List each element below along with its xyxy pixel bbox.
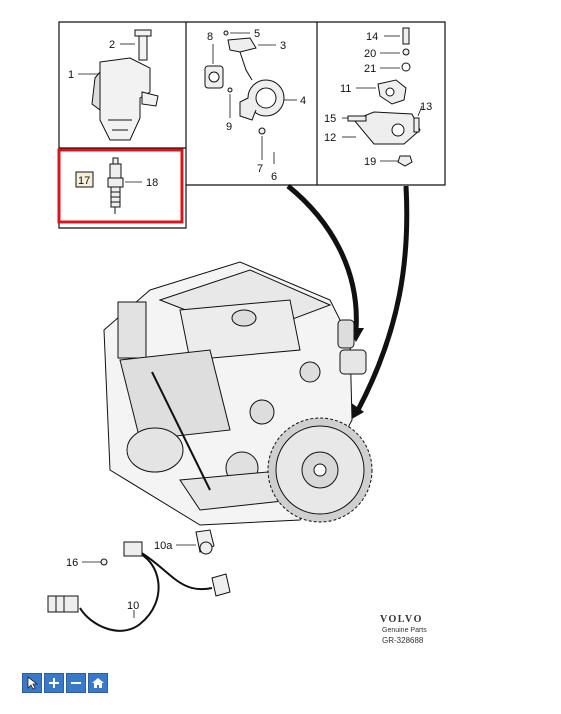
callout-5: 5: [254, 28, 260, 40]
callout-10: 10: [127, 600, 139, 612]
diagram-toolbar: [22, 673, 108, 693]
callout-16: 16: [66, 557, 78, 569]
knock-sensor-harness: [47, 529, 231, 632]
zoom-out-icon: [71, 682, 81, 684]
callout-3: 3: [280, 40, 286, 52]
callout-17: 17: [78, 175, 90, 187]
cam-sensor-parts: [204, 30, 285, 135]
callout-2: 2: [109, 39, 115, 51]
home-icon: [92, 678, 104, 688]
leader-lines: [78, 43, 135, 75]
leader-lines: [212, 32, 297, 164]
catalog-number: GR-328688: [382, 636, 424, 645]
zoom-in-button[interactable]: [44, 673, 64, 693]
callout-4: 4: [300, 95, 306, 107]
callout-8: 8: [207, 31, 213, 43]
home-button[interactable]: [88, 673, 108, 693]
callout-17-box: [75, 171, 94, 188]
callout-15: 15: [324, 113, 336, 125]
detail-frames: [58, 21, 446, 229]
zoom-in-icon: [49, 678, 59, 688]
spark-plug: [107, 157, 124, 214]
zoom-out-button[interactable]: [66, 673, 86, 693]
ignition-coil: [91, 29, 159, 141]
callout-20: 20: [364, 48, 376, 60]
callout-14: 14: [366, 31, 378, 43]
callout-7: 7: [257, 163, 263, 175]
callout-21: 21: [364, 63, 376, 75]
callout-12: 12: [324, 132, 336, 144]
callout-11: 11: [340, 83, 351, 95]
flywheel: [267, 417, 373, 523]
crank-sensor-parts: [347, 27, 421, 167]
parts-diagram: 1 2 3 4 5 6 7 8 9 10 10a 11 12 13 14 15 …: [47, 21, 446, 632]
cursor-icon: [27, 676, 38, 690]
callout-1: 1: [68, 69, 74, 81]
highlight-box: [57, 148, 184, 224]
select-button[interactable]: [22, 673, 42, 693]
callout-9: 9: [226, 121, 232, 133]
leader-lines: [342, 35, 423, 162]
connector-arrows: [286, 184, 410, 412]
callout-18: 18: [146, 177, 158, 189]
callout-19: 19: [364, 156, 376, 168]
callout-6: 6: [271, 171, 277, 183]
brand-logo-text: VOLVO: [380, 614, 423, 625]
callout-10a: 10a: [154, 540, 173, 552]
oil-dipstick: [151, 371, 211, 491]
genuine-parts-label: Genuine Parts: [382, 627, 427, 634]
callout-13: 13: [420, 101, 432, 113]
